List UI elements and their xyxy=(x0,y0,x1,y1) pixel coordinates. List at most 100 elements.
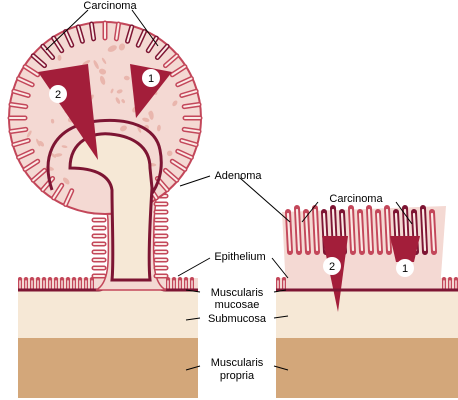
crypt-lumen xyxy=(313,208,319,252)
crypt-lumen xyxy=(385,208,391,252)
label-epithelium: Epithelium xyxy=(214,251,265,263)
crypt-lumen xyxy=(52,184,63,199)
right-marker-2-circle xyxy=(323,257,341,275)
crypt-lumen xyxy=(12,139,30,146)
label-muscularis-propria-line1: Muscularis xyxy=(211,357,264,369)
right-muscularis-propria-layer xyxy=(276,338,458,398)
crypt-lumen xyxy=(137,30,146,47)
crypt-lumen xyxy=(41,45,54,59)
crypt-lumen xyxy=(147,37,158,52)
gland xyxy=(149,110,154,120)
crypt-lumen xyxy=(9,128,27,133)
left-marker-2: 2 xyxy=(55,89,61,101)
gland xyxy=(107,45,117,52)
gland xyxy=(156,124,161,132)
label-muscularis-mucosae-line1: Muscularis xyxy=(211,287,264,299)
crypt-lumen xyxy=(126,25,133,43)
gland xyxy=(50,118,55,124)
left-carcinoma-wedge-1 xyxy=(130,64,172,118)
crypt-lumen xyxy=(52,37,63,52)
right-marker-1-circle xyxy=(396,259,414,277)
label-carcinoma-right: Carcinoma xyxy=(329,193,383,205)
crypt-lumen xyxy=(183,128,201,133)
left-muscularis-propria-layer xyxy=(18,338,198,398)
gland xyxy=(123,75,130,81)
left-marker-2-circle xyxy=(49,85,67,103)
sessile-lesion: 2 1 xyxy=(276,205,458,312)
gland xyxy=(115,97,121,104)
crypt-lumen xyxy=(376,212,382,252)
gland xyxy=(118,43,126,51)
polyp-head xyxy=(8,21,202,215)
crypt-lumen xyxy=(421,208,427,252)
gland xyxy=(110,88,114,94)
gland xyxy=(93,60,99,70)
crypt-lumen xyxy=(180,139,198,146)
label-muscularis-propria-line2: propria xyxy=(220,370,255,382)
crypt-lumen xyxy=(164,169,178,182)
label-carcinoma-left: Carcinoma xyxy=(83,0,137,12)
right-marker-2: 2 xyxy=(329,261,335,273)
crypt-lumen xyxy=(17,77,34,86)
crypt-lumen xyxy=(32,169,46,182)
gland xyxy=(62,177,70,185)
crypt-lumen xyxy=(90,22,95,40)
crypt-lumen xyxy=(24,65,39,76)
polyp-muscularis-mucosae-arch xyxy=(46,118,163,197)
crypt-lumen xyxy=(183,103,201,108)
right-epithelium-villi xyxy=(276,277,458,291)
crypt-lumen xyxy=(32,54,46,67)
crypt-lumen xyxy=(176,150,193,159)
crypt-lumen xyxy=(115,22,120,40)
right-marker-1: 1 xyxy=(402,263,408,275)
gland xyxy=(98,68,107,75)
gland xyxy=(137,126,142,133)
crypt-lumen xyxy=(164,54,178,67)
crypt-lumen xyxy=(156,45,169,59)
crypt-lumen xyxy=(9,103,27,108)
pedunculated-polyp: 2 1 xyxy=(7,20,203,291)
crypt-lumen xyxy=(77,25,84,43)
crypt-lumen xyxy=(12,90,30,97)
gland xyxy=(26,130,32,138)
gland xyxy=(116,89,123,94)
crypt-lumen xyxy=(171,160,186,171)
crypt-lumen xyxy=(430,212,436,252)
label-submucosa: Submucosa xyxy=(208,313,267,325)
gland xyxy=(101,57,107,65)
left-epithelium-villi xyxy=(18,277,194,291)
labels: Carcinoma Adenoma Carcinoma Epithelium M… xyxy=(83,0,383,382)
gland xyxy=(172,100,178,107)
crypt-lumen xyxy=(349,208,355,252)
gland xyxy=(142,117,150,122)
right-carcinoma-region-1 xyxy=(390,236,420,262)
crypt-lumen xyxy=(41,177,54,191)
left-submucosa-layer xyxy=(18,290,198,338)
left-tissue-block xyxy=(18,290,198,398)
left-marker-1: 1 xyxy=(148,73,154,85)
crypt-lumen xyxy=(180,90,198,97)
gland xyxy=(166,150,173,157)
label-muscularis-mucosae-line2: mucosae xyxy=(215,299,260,311)
gland xyxy=(53,153,63,157)
left-marker-1-circle xyxy=(142,69,160,87)
gland xyxy=(120,125,127,132)
polyp-stalk-core xyxy=(68,132,154,282)
gland xyxy=(61,145,68,148)
crypt-lumen xyxy=(304,212,310,252)
crypt-lumen xyxy=(295,208,301,252)
crypt-lumen xyxy=(358,212,364,252)
right-tissue-block xyxy=(276,290,458,398)
gland xyxy=(36,138,41,147)
crypt-lumen xyxy=(64,30,73,47)
crypt-lumen xyxy=(367,208,373,252)
gland xyxy=(99,75,106,85)
crypt-lumen xyxy=(17,150,34,159)
gland xyxy=(121,99,125,104)
crypt-lumen xyxy=(64,189,73,206)
crypt-lumen xyxy=(24,160,39,171)
gland xyxy=(82,60,91,66)
right-submucosa-layer xyxy=(276,290,458,338)
crypt-lumen xyxy=(176,77,193,86)
